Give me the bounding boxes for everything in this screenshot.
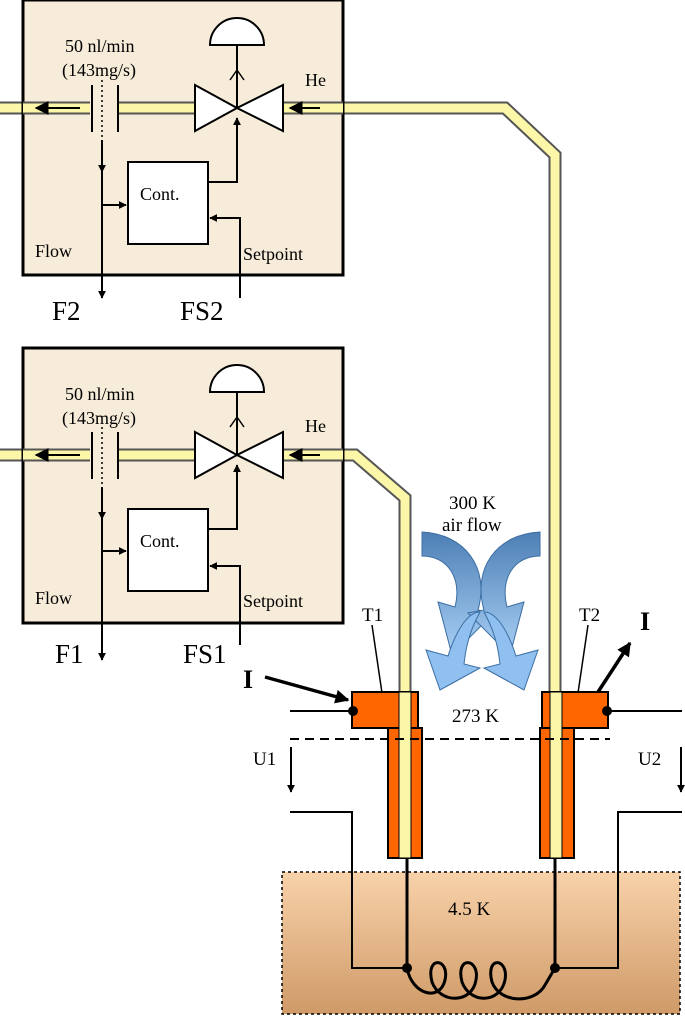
setpoint-line: [209, 562, 241, 645]
air-flow-arrow-left: [421, 531, 496, 656]
valve-body: [234, 430, 284, 480]
gas-label: He: [305, 416, 326, 436]
mass-rate-label: (143mg/s): [62, 60, 136, 81]
mass-rate-label: (143mg/s): [62, 408, 136, 429]
current-in-arrow: [264, 675, 350, 704]
valve-body: [194, 430, 240, 480]
sensor-t2-label: T2: [579, 605, 600, 626]
flow-controller-top: Cont. 50 nl/min (143mg/s) He Flow Setpoi…: [21, 0, 345, 299]
sensor-t2-leader: [577, 624, 589, 694]
voltage-sense-wire-right: [556, 811, 682, 969]
terminal-dot: [348, 706, 358, 716]
current-lead-right: [539, 691, 612, 859]
current-out-arrow: [596, 641, 632, 693]
lead-cooling-channel: [549, 691, 563, 859]
current-in-label: I: [243, 665, 253, 694]
stem-arrow: [229, 68, 245, 81]
air-flow-label: air flow: [442, 515, 502, 536]
valve-body: [194, 83, 240, 133]
valve-body: [234, 83, 284, 133]
voltage-sense-wire-left: [290, 811, 407, 969]
sensor-t1-label: T1: [362, 605, 383, 626]
setpoint-input-fs2: FS2: [180, 296, 224, 326]
valve-drive-line: [208, 117, 241, 183]
controller-box: [127, 161, 209, 245]
controller-label: Cont.: [140, 531, 180, 551]
current-lead-left: [348, 691, 423, 859]
voltage-u2-label: U2: [638, 749, 661, 770]
setpoint-line: [209, 214, 241, 298]
valve-drive-line: [208, 464, 241, 530]
flow-rate-label: 50 nl/min: [65, 36, 135, 56]
helium-supply-pipe-t2: [290, 101, 562, 695]
flow-rate-label: 50 nl/min: [65, 384, 135, 404]
stem-arrow: [229, 415, 245, 428]
setpoint-label: Setpoint: [243, 591, 303, 611]
flow-output-f2: F2: [52, 296, 81, 326]
air-flow-temperature: 300 K: [449, 493, 496, 514]
voltage-u1-label: U1: [253, 749, 276, 770]
setpoint-label: Setpoint: [243, 244, 303, 264]
flow-controller-bottom: Cont. 50 nl/min (143mg/s) He Flow Setpoi…: [21, 346, 345, 661]
air-flow-arrow-left-lower: [425, 611, 482, 691]
sensor-t1-leader: [371, 624, 383, 694]
controller-label: Cont.: [140, 184, 180, 204]
current-out-label: I: [640, 607, 650, 636]
bath-temperature: 4.5 K: [448, 899, 491, 920]
air-flow-arrow-right: [466, 531, 541, 656]
liquid-helium-bath: [281, 871, 681, 1015]
interface-temperature: 273 K: [452, 706, 499, 727]
flow-label: Flow: [35, 241, 72, 261]
flow-label: Flow: [35, 588, 72, 608]
air-flow-arrow-right-lower: [482, 611, 539, 691]
actuator-icon: [208, 17, 266, 46]
junction-dot: [550, 963, 560, 973]
superconducting-coil-icon: [405, 961, 557, 1001]
terminal-dot: [602, 706, 612, 716]
junction-dot: [402, 963, 412, 973]
actuator-icon: [208, 364, 266, 393]
gas-label: He: [305, 70, 326, 90]
flow-output-f1: F1: [55, 639, 84, 669]
controller-box: [127, 508, 209, 592]
lead-cooling-channel: [398, 691, 412, 859]
setpoint-input-fs1: FS1: [183, 639, 227, 669]
air-flow-arrows: [421, 531, 541, 691]
